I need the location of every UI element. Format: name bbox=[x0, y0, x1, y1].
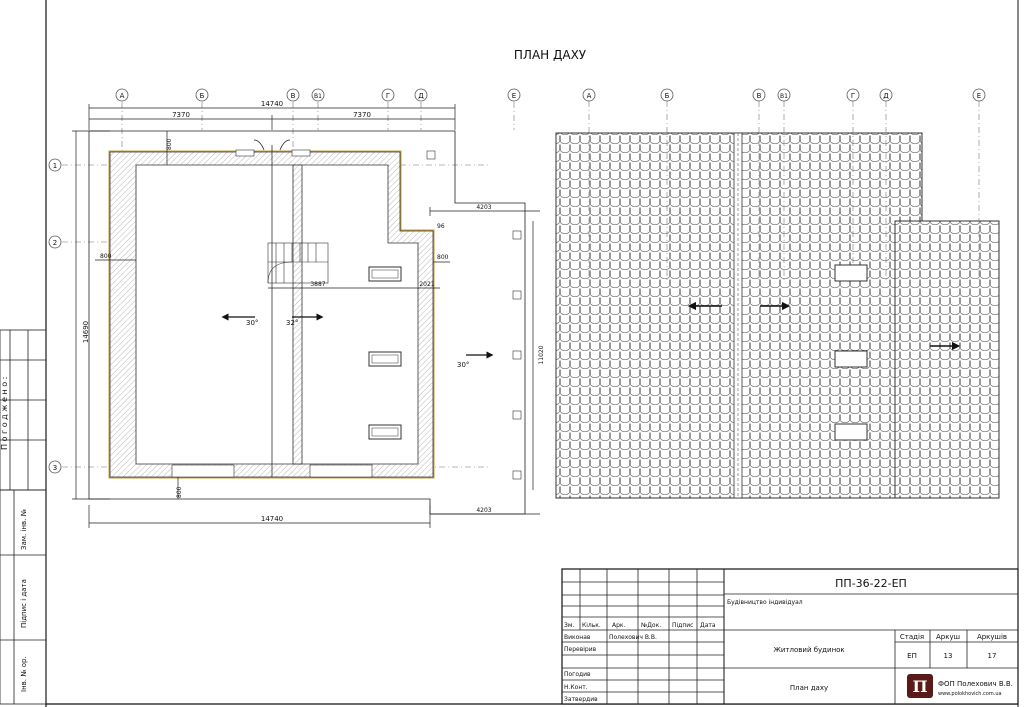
svg-text:1: 1 bbox=[53, 162, 57, 170]
roof-axis-d: Д bbox=[879, 88, 893, 102]
roof-axis-v: В bbox=[752, 88, 766, 102]
inv-replace-label: Зам. інв. № bbox=[20, 509, 28, 550]
slope-left: 30° bbox=[246, 319, 258, 327]
plan-axis-1: 1 bbox=[48, 158, 62, 172]
building-name: Житловий будинок bbox=[773, 646, 844, 654]
dim-height: 14690 bbox=[82, 321, 90, 343]
stage-value: ЕП bbox=[907, 652, 917, 660]
roof-axis-b: Б bbox=[660, 88, 674, 102]
svg-text:Затвердив: Затвердив bbox=[564, 696, 598, 703]
dim-4203-top: 4203 bbox=[476, 204, 491, 211]
object-name: Будівництво індивідуал bbox=[727, 599, 803, 606]
dim-wall-right: 800 bbox=[437, 254, 449, 261]
svg-text:А: А bbox=[587, 92, 592, 100]
company-website: www.polokhovich.com.ua bbox=[938, 691, 1002, 697]
svg-text:П: П bbox=[912, 677, 927, 696]
dim-11020: 11020 bbox=[538, 345, 545, 364]
svg-text:В: В bbox=[291, 92, 296, 100]
svg-text:Арк.: Арк. bbox=[612, 622, 626, 629]
plan-axis-g: Г bbox=[381, 88, 395, 102]
svg-text:В: В bbox=[757, 92, 762, 100]
svg-text:Н.Конт.: Н.Конт. bbox=[564, 684, 588, 691]
dim-4203-bottom: 4203 bbox=[476, 507, 491, 514]
svg-text:Стадія: Стадія bbox=[900, 633, 924, 641]
slope-right: 30° bbox=[457, 361, 469, 369]
svg-text:Перевірив: Перевірив bbox=[564, 646, 597, 653]
tile-roof-window-2 bbox=[834, 350, 868, 368]
roof-tile-plan: А Б В В1 Г Д Е bbox=[555, 88, 1000, 499]
agreed-label: П о г о д ж е н о : bbox=[0, 377, 9, 450]
roof-axis-a: А bbox=[582, 88, 596, 102]
dim-wall-top: 800 bbox=[166, 138, 173, 150]
svg-text:Виконав: Виконав bbox=[564, 634, 591, 641]
plan-axis-v: В bbox=[286, 88, 300, 102]
tile-roof-window-1 bbox=[834, 264, 868, 282]
dim-wall-bottom: 800 bbox=[176, 486, 183, 498]
svg-text:Б: Б bbox=[200, 92, 205, 100]
plan-axis-b: Б bbox=[195, 88, 209, 102]
svg-text:Е: Е bbox=[512, 92, 516, 100]
sheet-value: 13 bbox=[944, 652, 953, 660]
plan-axis-2: 2 bbox=[48, 235, 62, 249]
dim-right-half: 7370 bbox=[353, 111, 371, 119]
svg-text:Погодив: Погодив bbox=[564, 671, 591, 678]
sign-date-label: Підпис і дата bbox=[20, 579, 28, 628]
executor-name: Полехович В.В. bbox=[609, 634, 657, 641]
svg-text:Г: Г bbox=[851, 92, 855, 100]
svg-text:Д: Д bbox=[418, 92, 424, 100]
roof-axis-v1: В1 bbox=[777, 88, 791, 102]
plan-axis-a: А bbox=[115, 88, 129, 102]
roof-plan: А Б В В1 Г Д Е 1 2 3 14740 7370 7370 146… bbox=[48, 88, 545, 528]
dim-left-half: 7370 bbox=[172, 111, 190, 119]
dim-wall-left: 800 bbox=[100, 253, 112, 260]
svg-text:3: 3 bbox=[53, 464, 57, 472]
roof-window-3 bbox=[368, 424, 402, 440]
svg-text:2: 2 bbox=[53, 239, 57, 247]
inv-orig-label: Інв. № ор. bbox=[20, 656, 28, 692]
slope-middle: 32° bbox=[286, 319, 298, 327]
sheets-value: 17 bbox=[988, 652, 997, 660]
title-block: Зм. Кільк. Арк. №Док. Підпис Дата Викона… bbox=[561, 568, 1019, 705]
roof-window-2 bbox=[368, 351, 402, 367]
svg-text:Аркушів: Аркушів bbox=[977, 633, 1007, 641]
drawing-code: ПП-36-22-ЕП bbox=[835, 577, 907, 590]
company-name: ФОП Полехович В.В. bbox=[938, 680, 1013, 688]
dim-2021: 2021 bbox=[419, 281, 434, 288]
plan-axis-e: Е bbox=[507, 88, 521, 102]
company-logo: П bbox=[907, 674, 933, 698]
dim-96: 96 bbox=[437, 223, 445, 230]
sheet-name: План даху bbox=[790, 684, 828, 692]
drawing-title: ПЛАН ДАХУ bbox=[514, 48, 587, 62]
svg-text:Е: Е bbox=[977, 92, 981, 100]
dim-total-bottom: 14740 bbox=[261, 515, 283, 523]
roof-axis-e: Е bbox=[972, 88, 986, 102]
roof-axis-g: Г bbox=[846, 88, 860, 102]
svg-text:№Док.: №Док. bbox=[641, 622, 661, 629]
svg-text:Кільк.: Кільк. bbox=[582, 622, 601, 629]
staircase-symbol bbox=[267, 242, 329, 284]
svg-text:А: А bbox=[120, 92, 125, 100]
roof-window-1 bbox=[368, 266, 402, 282]
plan-axis-3: 3 bbox=[48, 460, 62, 474]
svg-text:Г: Г bbox=[386, 92, 390, 100]
svg-text:Зм.: Зм. bbox=[564, 622, 574, 629]
dim-3887: 3887 bbox=[310, 281, 325, 288]
svg-text:Д: Д bbox=[883, 92, 889, 100]
svg-text:Дата: Дата bbox=[700, 622, 716, 629]
svg-text:В1: В1 bbox=[314, 93, 322, 100]
plan-axis-d: Д bbox=[414, 88, 428, 102]
plan-axis-v1: В1 bbox=[311, 88, 325, 102]
approval-sidebar: П о г о д ж е н о : Зам. інв. № Підпис і… bbox=[0, 329, 47, 705]
dim-total-top: 14740 bbox=[261, 100, 283, 108]
tile-roof-window-3 bbox=[834, 423, 868, 441]
svg-text:Аркуш: Аркуш bbox=[936, 633, 960, 641]
svg-text:Підпис: Підпис bbox=[672, 622, 693, 629]
svg-text:Б: Б bbox=[665, 92, 670, 100]
svg-text:В1: В1 bbox=[780, 93, 788, 100]
